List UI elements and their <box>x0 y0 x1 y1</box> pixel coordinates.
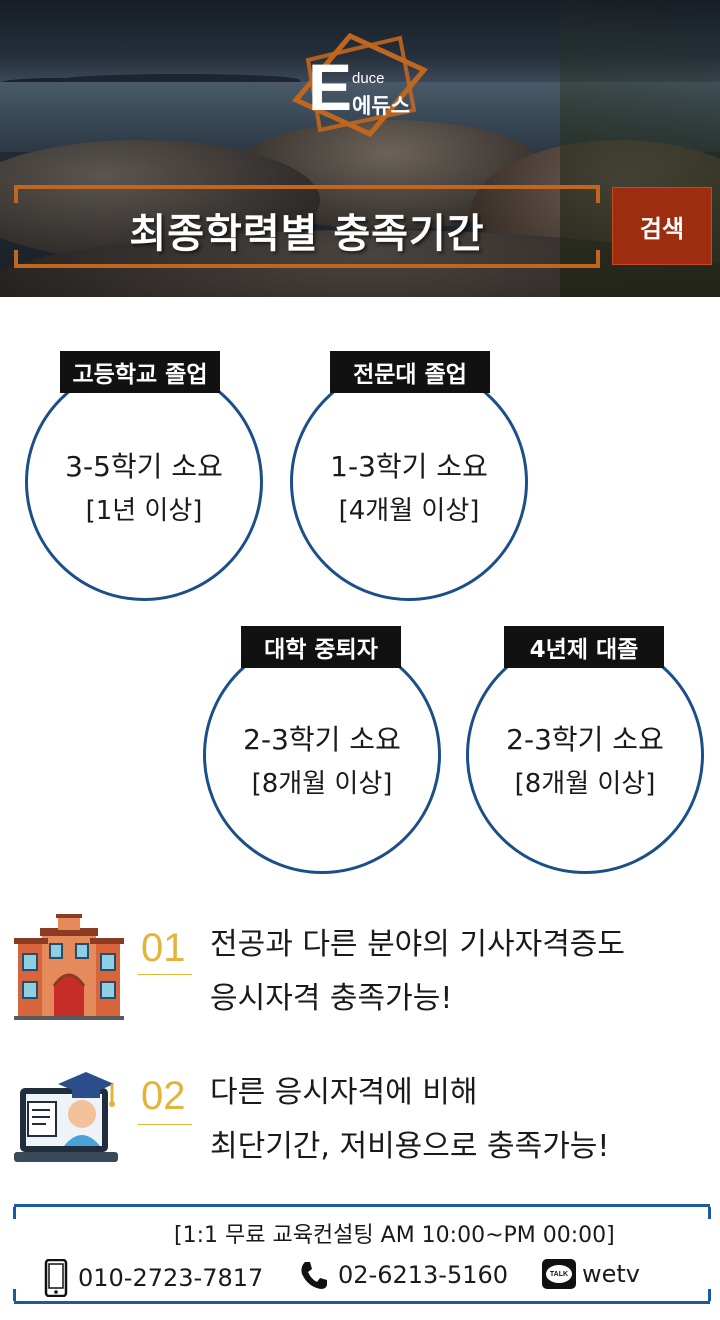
number-underline <box>138 974 192 975</box>
period-minimum: [4개월 이상] <box>338 496 480 526</box>
period-circle-college: 1-3학기 소요 [4개월 이상] <box>290 363 528 601</box>
period-circle-dropout: 2-3학기 소요 [8개월 이상] <box>203 636 441 874</box>
benefit-item: 01 전공과 다른 분야의 기사자격증도 응시자격 충족가능! <box>0 910 720 1030</box>
logo-letter: E <box>308 50 353 124</box>
frame-tick <box>708 1289 711 1301</box>
education-tag: 4년제 대졸 <box>504 626 664 668</box>
search-button[interactable]: 검색 <box>612 187 712 265</box>
university-building-icon <box>14 914 124 1020</box>
smartphone-icon <box>44 1259 68 1297</box>
period-circle-highschool: 3-5학기 소요 [1년 이상] <box>25 363 263 601</box>
kakaotalk-icon: TALK <box>542 1259 576 1289</box>
educe-logo[interactable]: E duce 에듀스 <box>290 30 430 140</box>
phone-icon <box>301 1262 327 1289</box>
number-underline <box>138 1124 192 1125</box>
phone-contact[interactable]: 02-6213-5160 <box>298 1259 508 1291</box>
title-bracket-icon <box>14 185 600 268</box>
benefit-number: 02 <box>141 1074 186 1118</box>
logo-korean-text: 에듀스 <box>352 94 410 118</box>
benefit-number: 01 <box>141 926 186 970</box>
frame-tick <box>708 1207 711 1219</box>
education-tag: 대학 중퇴자 <box>241 626 401 668</box>
benefit-text-line2: 최단기간, 저비용으로 충족가능! <box>210 1129 610 1164</box>
logo-frame-icon <box>291 32 429 138</box>
page-title-frame: 최종학력별 충족기간 <box>14 185 600 268</box>
period-duration: 3-5학기 소요 <box>65 450 223 483</box>
online-graduate-icon <box>14 1072 118 1162</box>
period-circle-university: 2-3학기 소요 [8개월 이상] <box>466 636 704 874</box>
kakao-badge: TALK <box>546 1265 572 1283</box>
mobile-contact[interactable]: 010-2723-7817 <box>44 1259 263 1297</box>
period-minimum: [8개월 이상] <box>514 769 656 799</box>
consulting-hours: [1:1 무료 교육컨설팅 AM 10:00~PM 00:00] <box>174 1223 615 1248</box>
kakao-id[interactable]: wetv <box>582 1260 641 1288</box>
period-minimum: [8개월 이상] <box>251 769 393 799</box>
page-title: 최종학력별 충족기간 <box>129 211 485 257</box>
kakao-contact[interactable]: TALK wetv <box>542 1259 640 1289</box>
period-duration: 1-3학기 소요 <box>330 450 488 483</box>
mobile-number[interactable]: 010-2723-7817 <box>78 1264 264 1292</box>
period-duration: 2-3학기 소요 <box>243 723 401 756</box>
benefit-item: 02 다른 응시자격에 비해 최단기간, 저비용으로 충족가능! <box>0 1062 720 1182</box>
period-minimum: [1년 이상] <box>85 496 203 526</box>
benefit-text-line2: 응시자격 충족가능! <box>210 981 453 1016</box>
contact-box: [1:1 무료 교육컨설팅 AM 10:00~PM 00:00] 010-272… <box>13 1204 711 1304</box>
benefit-text-line1: 다른 응시자격에 비해 <box>210 1075 478 1110</box>
education-tag: 고등학교 졸업 <box>60 351 220 393</box>
education-tag: 전문대 졸업 <box>330 351 490 393</box>
frame-tick <box>13 1289 16 1301</box>
period-duration: 2-3학기 소요 <box>506 723 664 756</box>
phone-number[interactable]: 02-6213-5160 <box>338 1261 509 1289</box>
logo-duce-text: duce <box>352 70 385 87</box>
benefit-text-line1: 전공과 다른 분야의 기사자격증도 <box>210 927 626 962</box>
frame-tick <box>13 1207 16 1219</box>
hero-banner: E duce 에듀스 최종학력별 충족기간 검색 <box>0 0 720 297</box>
